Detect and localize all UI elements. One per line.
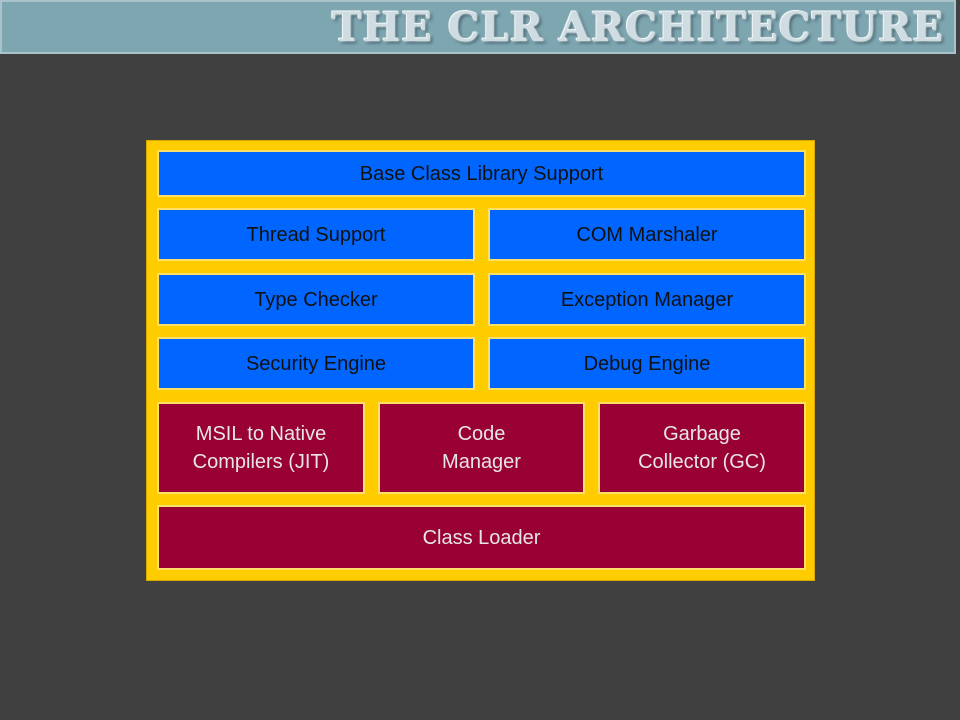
slide-title: THE CLR ARCHITECTURE bbox=[331, 4, 944, 51]
base-class-library-block: Base Class Library Support bbox=[157, 150, 806, 197]
com-marshaler-label: COM Marshaler bbox=[576, 223, 718, 246]
class-loader-block: Class Loader bbox=[157, 505, 806, 570]
msil-compilers-block: MSIL to Native Compilers (JIT) bbox=[157, 402, 365, 494]
code-manager-block: Code Manager bbox=[378, 402, 585, 494]
msil-compilers-label-line-2: Compilers (JIT) bbox=[192, 451, 330, 473]
code-manager-label-line-1: Code bbox=[457, 423, 506, 445]
type-checker-label: Type Checker bbox=[254, 288, 378, 311]
security-engine-block: Security Engine bbox=[157, 337, 475, 390]
exception-manager-label: Exception Manager bbox=[560, 288, 734, 311]
clr-architecture-diagram: Base Class Library Support Thread Suppor… bbox=[146, 140, 815, 581]
debug-engine-block: Debug Engine bbox=[488, 337, 806, 390]
garbage-collector-block: Garbage Collector (GC) bbox=[598, 402, 806, 494]
debug-engine-label: Debug Engine bbox=[583, 352, 711, 375]
title-bar: THE CLR ARCHITECTURE bbox=[0, 0, 956, 54]
garbage-collector-label-line-2: Collector (GC) bbox=[638, 451, 766, 473]
security-engine-label: Security Engine bbox=[245, 352, 387, 375]
com-marshaler-block: COM Marshaler bbox=[488, 208, 806, 261]
thread-support-label: Thread Support bbox=[246, 223, 386, 246]
code-manager-label-line-2: Manager bbox=[442, 451, 521, 473]
garbage-collector-label-line-1: Garbage bbox=[663, 423, 741, 445]
msil-compilers-label-line-1: MSIL to Native bbox=[195, 423, 327, 445]
thread-support-block: Thread Support bbox=[157, 208, 475, 261]
type-checker-block: Type Checker bbox=[157, 273, 475, 326]
base-class-library-label: Base Class Library Support bbox=[359, 162, 604, 185]
exception-manager-block: Exception Manager bbox=[488, 273, 806, 326]
class-loader-label: Class Loader bbox=[422, 526, 541, 549]
